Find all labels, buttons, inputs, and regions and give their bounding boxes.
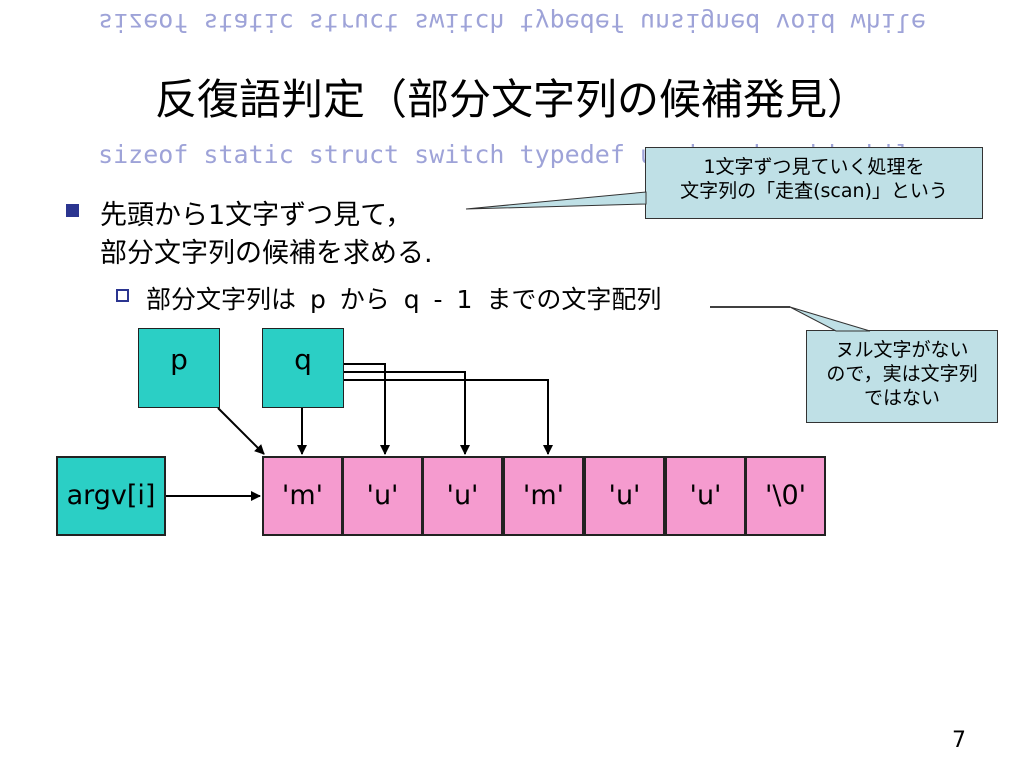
null-char-callout: ヌル文字がない ので，実は文字列 ではない — [806, 330, 998, 423]
page-number: 7 — [952, 728, 966, 753]
scan-callout: 1文字ずつ見ていく処理を 文字列の「走査(scan)」という — [645, 147, 983, 219]
null-callout-pointer — [789, 306, 871, 332]
null-callout-line1: ヌル文字がない — [835, 339, 969, 361]
p-arrow — [217, 407, 265, 455]
argv-box: argv[i] — [56, 456, 166, 536]
sub-bullet-text: 部分文字列は p から q - 1 までの文字配列 — [146, 285, 662, 314]
bullet-square-icon — [66, 204, 79, 217]
pointer-p-box: p — [138, 328, 220, 408]
q-scan-line-2 — [344, 371, 470, 455]
null-callout-line3: ではない — [863, 386, 940, 409]
scan-callout-line2: 文字列の「走査(scan)」という — [680, 179, 948, 202]
null-terminator-cell: '\0' — [745, 456, 826, 536]
null-callout-line2: ので，実は文字列 — [826, 362, 978, 385]
char-cell: 'u' — [342, 456, 423, 536]
pointer-q-box: q — [262, 328, 344, 408]
sub-bullet-icon — [116, 289, 129, 302]
bullet-text-line1: 先頭から1文字ずつ見て， — [100, 200, 413, 231]
char-cell: 'u' — [422, 456, 503, 536]
scan-callout-pointer — [465, 191, 647, 210]
slide-title: 反復語判定（部分文字列の候補発見） — [154, 75, 869, 124]
scan-callout-line1: 1文字ずつ見ていく処理を — [703, 156, 925, 178]
char-cell: 'm' — [262, 456, 343, 536]
char-cell: 'm' — [503, 456, 584, 536]
q-scan-line-3 — [344, 379, 553, 455]
q-scan-line-1 — [344, 363, 390, 455]
bullet-text-line2: 部分文字列の候補を求める. — [100, 238, 433, 269]
char-cell: 'u' — [584, 456, 665, 536]
